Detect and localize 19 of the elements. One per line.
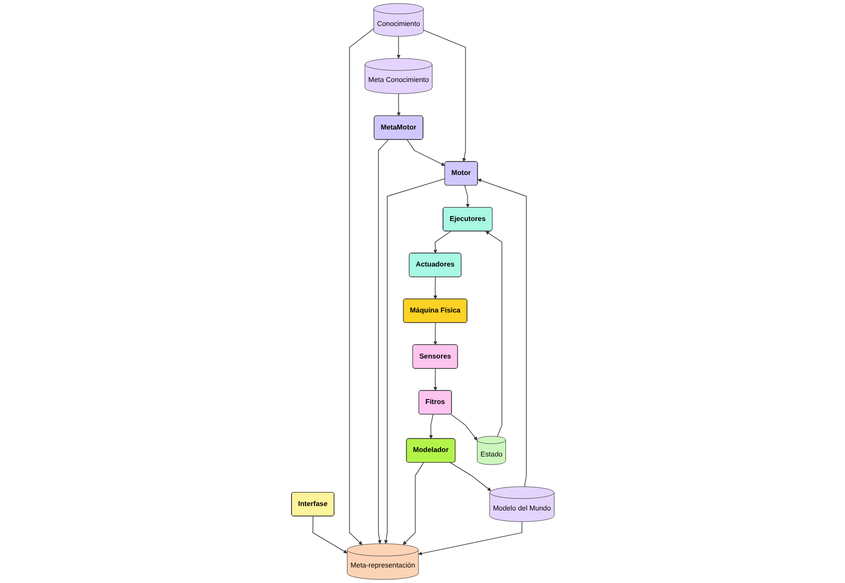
arrow [396,93,400,116]
arrow [384,178,445,544]
arrow [464,185,470,208]
arrow [485,231,502,437]
arrow [450,414,478,440]
arrow [450,462,491,492]
arrow [422,30,466,162]
arrow [312,516,348,554]
arrow [433,368,437,391]
arrow [418,521,522,556]
arrow [433,322,437,346]
arrow [348,28,374,545]
arrow [428,414,434,439]
arrow [433,276,437,300]
arrow [396,36,400,59]
arrow [406,139,445,166]
arrow [377,139,388,544]
arrow [402,462,424,545]
arrow [433,230,451,254]
